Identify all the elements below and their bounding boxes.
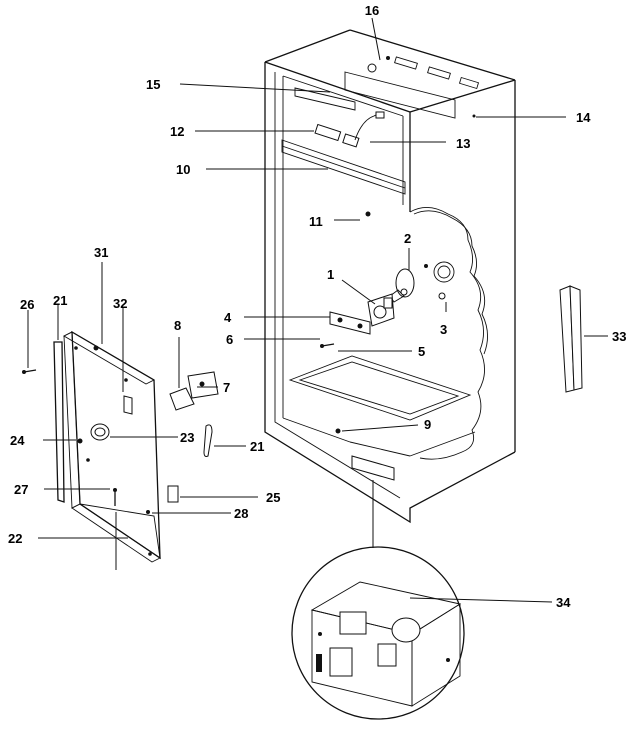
cabinet: [264, 29, 516, 524]
callout-8: 8: [174, 318, 181, 333]
part-24-screw: [77, 438, 83, 444]
part-34-housing: [351, 455, 395, 481]
callout-28: 28: [234, 506, 248, 521]
part-1-motor-assembly: [367, 293, 395, 327]
callout-12: 12: [170, 124, 184, 139]
callout-23: 23: [180, 430, 194, 445]
part-31-screw: [93, 345, 99, 351]
part-33-trim: [559, 285, 583, 393]
callout-16: 16: [365, 3, 379, 18]
part-9-screw: [335, 428, 341, 434]
callout-34: 34: [556, 595, 571, 610]
callout-27: 27: [14, 482, 28, 497]
callout-3: 3: [440, 322, 447, 337]
part-32-clip: [123, 395, 133, 415]
leader-lines: [27, 17, 608, 603]
part-21-rod: [53, 341, 65, 503]
cabinet-parts: [314, 56, 583, 481]
part-4-mount: [329, 311, 371, 335]
part-6-screw: [320, 343, 335, 348]
part-8-switch: [169, 387, 195, 411]
part-11-screw: [365, 211, 371, 217]
callout-labels: 16 15 14 12 13 10 11 2 1 3 4 6 5 8 7 9 3…: [8, 3, 626, 610]
callout-4: 4: [224, 310, 232, 325]
callout-2: 2: [404, 231, 411, 246]
callout-21-right: 21: [250, 439, 264, 454]
part-28-screw: [146, 510, 150, 514]
callout-31: 31: [94, 245, 108, 260]
callout-32: 32: [113, 296, 127, 311]
callout-24: 24: [10, 433, 25, 448]
callout-21-left: 21: [53, 293, 67, 308]
callout-26: 26: [20, 297, 34, 312]
callout-1: 1: [327, 267, 334, 282]
callout-13: 13: [456, 136, 470, 151]
callout-14: 14: [576, 110, 591, 125]
part-3-screw: [438, 292, 446, 300]
part-26-screw: [22, 369, 37, 374]
part-23-knob: [90, 423, 110, 441]
callout-15: 15: [146, 77, 160, 92]
part-2-fan: [389, 268, 415, 303]
callout-25: 25: [266, 490, 280, 505]
part-7-connector: [187, 371, 219, 399]
callout-33: 33: [612, 329, 626, 344]
part-16-screw: [367, 56, 390, 73]
callout-5: 5: [418, 344, 425, 359]
control-panel: [22, 330, 219, 563]
part-21-clip: [203, 424, 213, 457]
part-13-clip: [375, 111, 385, 119]
callout-22: 22: [8, 531, 22, 546]
part-25-tab: [167, 485, 179, 503]
callout-9: 9: [424, 417, 431, 432]
callout-6: 6: [226, 332, 233, 347]
part-27-screw: [113, 488, 117, 506]
callout-11: 11: [309, 214, 323, 229]
callout-10: 10: [176, 162, 190, 177]
callout-7: 7: [223, 380, 230, 395]
detail-view-34: [291, 480, 465, 720]
part-12-switch: [314, 123, 360, 148]
